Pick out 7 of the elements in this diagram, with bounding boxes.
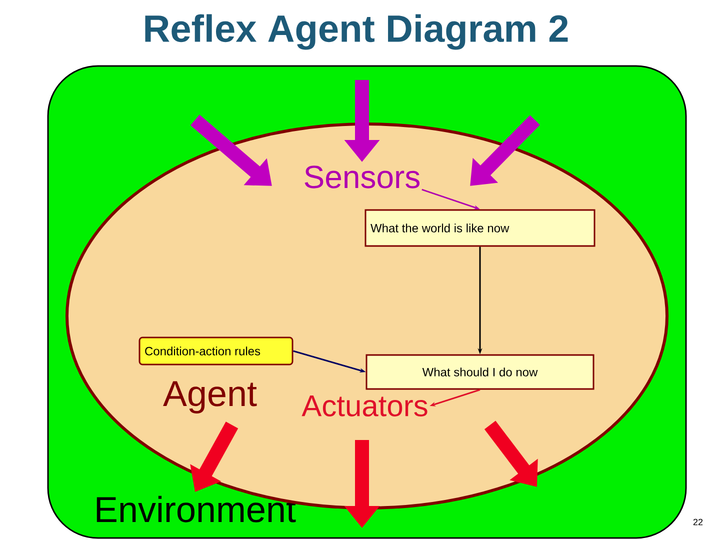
page-number: 22: [693, 518, 703, 526]
sensors-label: Sensors: [304, 166, 420, 188]
title: Reflex Agent Diagram 2: [145, 14, 568, 50]
process-box: What should I do now: [366, 354, 594, 390]
actuators-label: Actuators: [302, 396, 428, 416]
process-box: What the world is like now: [364, 209, 596, 247]
rules-box: Condition-action rules: [138, 336, 294, 366]
